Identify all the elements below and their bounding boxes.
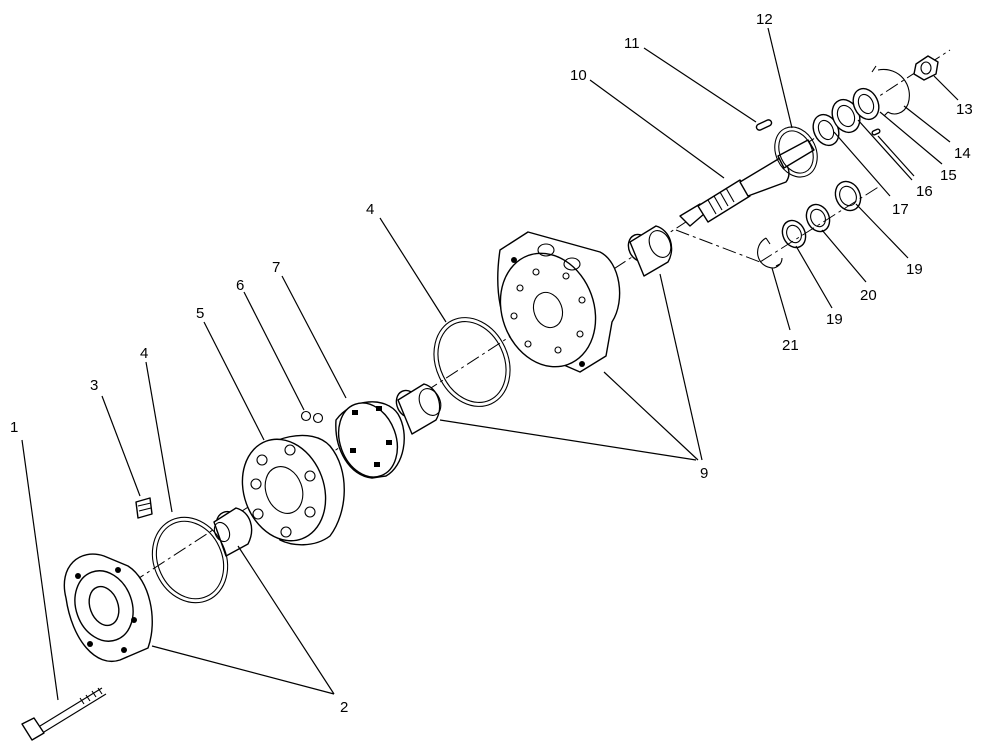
shaft-seal xyxy=(774,126,818,178)
bolt xyxy=(21,687,107,741)
o-ring-right xyxy=(433,317,511,407)
right-bushing xyxy=(627,225,673,277)
callout-2: 2 xyxy=(340,699,348,716)
callout-4-left: 4 xyxy=(140,345,148,362)
callout-12: 12 xyxy=(756,11,773,28)
motor-housing xyxy=(497,231,621,373)
callout-19-left: 19 xyxy=(826,311,843,328)
callout-4-right: 4 xyxy=(366,201,374,218)
callouts: 1 2 3 4 4 5 6 7 9 10 11 12 13 14 15 16 1… xyxy=(10,11,973,716)
callout-3: 3 xyxy=(90,377,98,394)
callout-19-right: 19 xyxy=(906,261,923,278)
callout-7: 7 xyxy=(272,259,280,276)
callout-6: 6 xyxy=(236,277,244,294)
lower-seal-group xyxy=(675,180,881,269)
drive-shaft xyxy=(679,139,815,227)
callout-16: 16 xyxy=(916,183,933,200)
callout-20: 20 xyxy=(860,287,877,304)
plug xyxy=(135,497,153,519)
callout-13: 13 xyxy=(956,101,973,118)
callout-17: 17 xyxy=(892,201,909,218)
shaft-key xyxy=(755,119,773,131)
callout-21: 21 xyxy=(782,337,799,354)
callout-9: 9 xyxy=(700,465,708,482)
callout-15: 15 xyxy=(940,167,957,184)
check-balls xyxy=(300,410,324,424)
leader-lines xyxy=(21,27,959,701)
callout-11: 11 xyxy=(624,35,640,52)
callout-14: 14 xyxy=(954,145,971,162)
small-needle-bearing xyxy=(213,507,253,557)
seal-stack xyxy=(812,55,939,147)
valve-plate xyxy=(335,401,405,479)
callout-5: 5 xyxy=(196,305,204,322)
callout-10: 10 xyxy=(570,67,587,84)
o-ring-left xyxy=(151,516,229,604)
middle-bushing xyxy=(395,383,442,435)
callout-1: 1 xyxy=(10,419,18,436)
end-cover xyxy=(63,553,153,663)
rotor-set xyxy=(241,434,345,546)
